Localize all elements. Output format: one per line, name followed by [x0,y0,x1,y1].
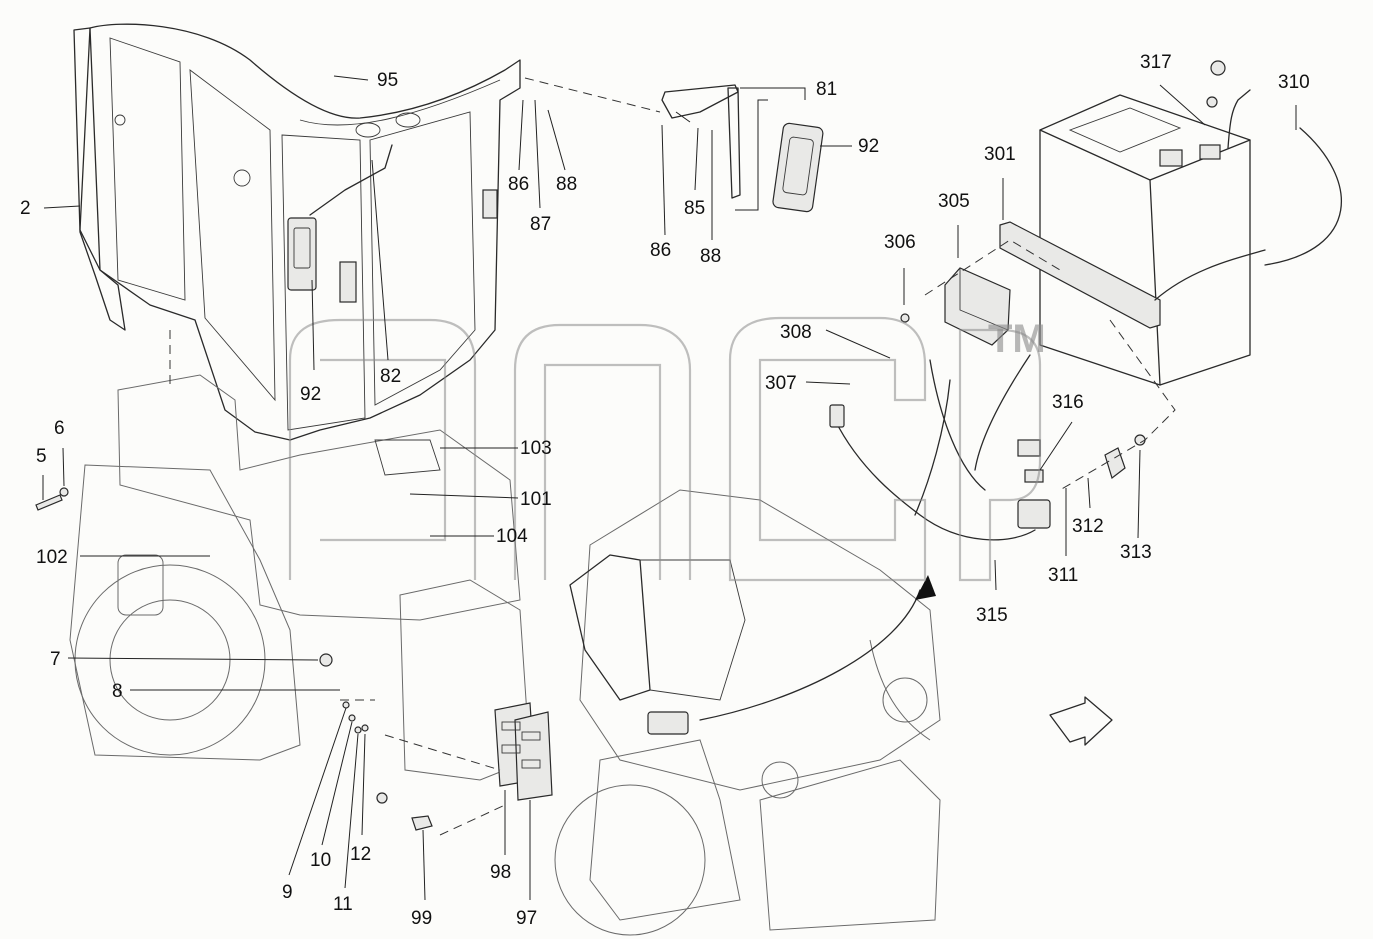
callout-95: 95 [377,70,398,91]
callout-6: 6 [54,418,65,439]
callout-104: 104 [496,526,528,547]
callout-310: 310 [1278,72,1310,93]
callout-10: 10 [310,850,331,871]
callout-92: 92 [858,136,879,157]
callout-101: 101 [520,489,552,510]
callout-8: 8 [112,681,123,702]
bracket-plates [35,487,553,831]
callout-86: 86 [650,240,671,261]
leader-lines [42,75,1297,901]
assembly-lines [169,77,1176,836]
callout-312: 312 [1072,516,1104,537]
door-handle-assembly [661,84,824,213]
callout-11: 11 [333,894,353,915]
watermark-logo: TM [288,316,1046,582]
callout-86: 86 [508,174,529,195]
callout-311: 311 [1048,565,1078,586]
flow-arrows [699,575,1113,746]
callout-307: 307 [765,373,797,394]
callout-316: 316 [1052,392,1084,413]
callout-308: 308 [780,322,812,343]
callout-99: 99 [411,908,432,929]
callout-305: 305 [938,191,970,212]
callout-5: 5 [36,446,47,467]
callout-12: 12 [350,844,371,865]
relay-harness-assembly [829,267,1146,541]
callout-2: 2 [20,198,31,219]
callout-301: 301 [984,144,1016,165]
watermark-tm: TM [988,317,1046,361]
callout-82: 82 [380,366,401,387]
callout-315: 315 [976,605,1008,626]
callout-306: 306 [884,232,916,253]
callout-88: 88 [556,174,577,195]
chassis-assembly [69,374,941,936]
callout-317: 317 [1140,52,1172,73]
callout-92: 92 [300,384,321,405]
callout-85: 85 [684,198,705,219]
callout-88: 88 [700,246,721,267]
callout-313: 313 [1120,542,1152,563]
callout-97: 97 [516,908,537,929]
callout-87: 87 [530,214,551,235]
callout-103: 103 [520,438,552,459]
callout-102: 102 [36,547,68,568]
callout-9: 9 [282,882,293,903]
callout-98: 98 [490,862,511,883]
callout-labels: 95 2 92 82 86 87 88 81 92 85 86 88 317 3… [20,52,1310,929]
callout-81: 81 [816,79,837,100]
cab-assembly [73,23,521,441]
battery-assembly [999,60,1343,386]
callout-7: 7 [50,649,61,670]
